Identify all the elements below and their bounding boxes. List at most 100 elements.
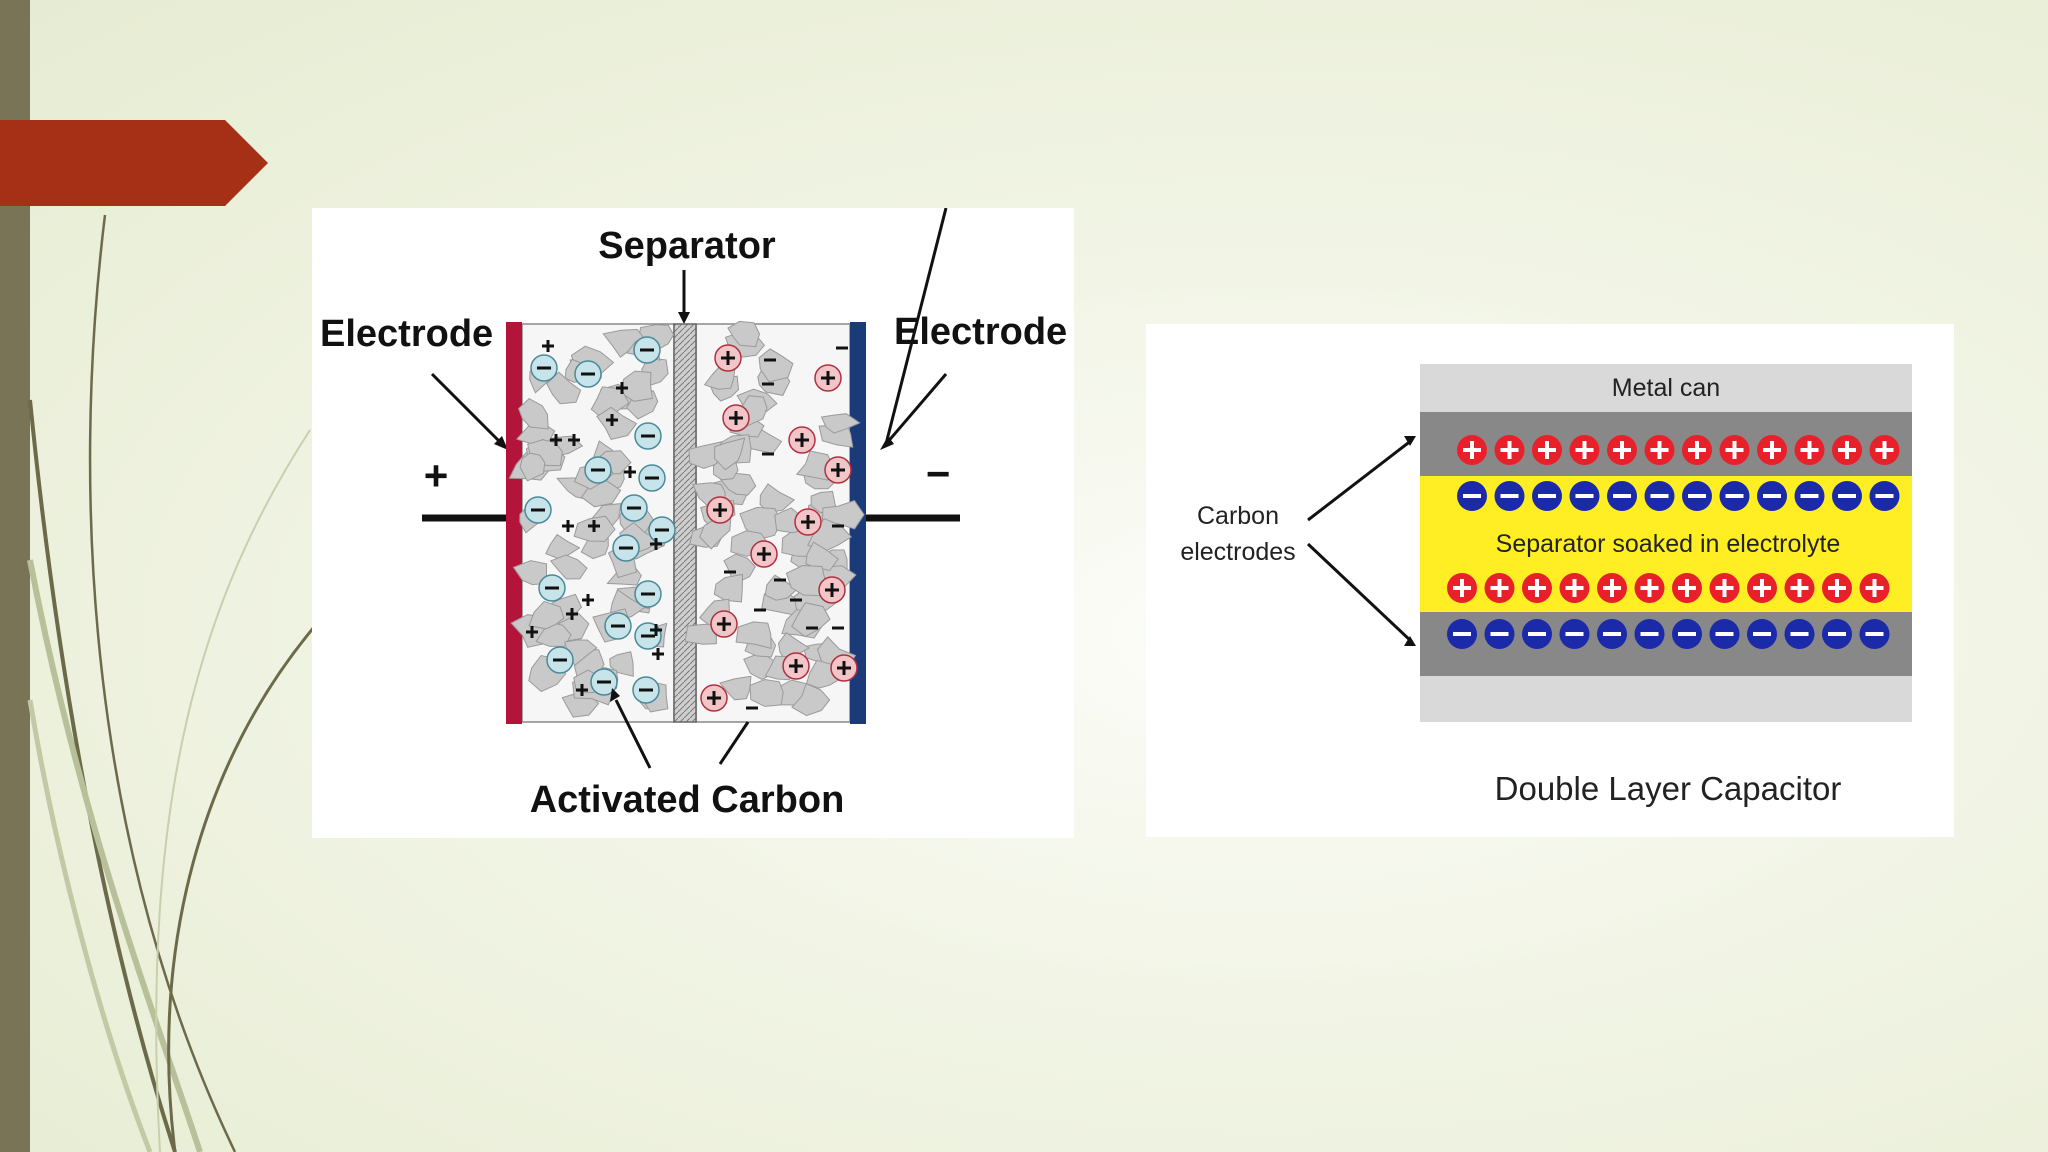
positive-charge [1709, 573, 1740, 603]
negative-charge-row-top [1457, 481, 1900, 511]
activated-carbon-label: Activated Carbon [530, 779, 845, 821]
carbon-grain [528, 600, 565, 630]
positive-charge [1447, 573, 1477, 603]
positive-charge [1569, 435, 1600, 465]
anion-ion [530, 354, 558, 382]
negative-charge [1559, 619, 1590, 649]
positive-charge [1607, 435, 1637, 465]
negative-charge [1859, 619, 1890, 649]
negative-charge [1532, 481, 1562, 511]
anion-ion [574, 360, 602, 388]
plus-charge [624, 466, 636, 478]
negative-charge [1607, 481, 1637, 511]
electrode-left [506, 322, 522, 724]
electrode-left-label: Electrode [320, 313, 493, 355]
carbon-grain [785, 564, 826, 597]
electrode-left-arrowhead [494, 436, 508, 450]
anion-ion [648, 516, 676, 544]
positive-charge-row-top [1457, 435, 1900, 465]
anion-ion [612, 534, 640, 562]
plus-charge [526, 626, 538, 638]
positive-charge [1484, 573, 1515, 603]
carbon-grain [735, 621, 772, 649]
negative-charge [1484, 619, 1515, 649]
cation-ion [788, 426, 816, 454]
anion-ion [634, 422, 662, 450]
carbon-electrodes-label-line1: Carbon [1197, 502, 1279, 530]
plus-charge [606, 414, 618, 426]
activated-carbon-arrow-left [614, 699, 652, 769]
carbon-electrodes-label-line2: electrodes [1180, 538, 1295, 566]
anion-ion [524, 496, 552, 524]
plus-charge [568, 434, 580, 446]
electrode-right-arrow [884, 208, 948, 445]
plus-charge [542, 340, 554, 352]
electrode-right-label: Electrode [894, 311, 1067, 353]
positive-charge [1682, 435, 1712, 465]
negative-charge [1447, 619, 1477, 649]
anion-ion [638, 464, 666, 492]
separator-membrane [673, 323, 697, 723]
supercapacitor-diagram: Separator Electrode Electrode + − Activa… [312, 208, 1074, 838]
carbon-grain [805, 541, 839, 572]
positive-charge [1644, 435, 1675, 465]
positive-charge [1784, 573, 1815, 603]
positive-charge [1672, 573, 1702, 603]
separator-arrowhead [678, 312, 690, 324]
anion-ion [590, 668, 618, 696]
double-layer-capacitor-diagram: Metal can Separator soaked in electrolyt… [1146, 324, 1954, 837]
plus-charge [652, 648, 664, 660]
metal-can-top [1420, 364, 1912, 412]
negative-charge [1522, 619, 1552, 649]
negative-charge [1457, 481, 1487, 511]
positive-charge [1794, 435, 1825, 465]
carbon-grain [546, 371, 582, 405]
plus-charge [550, 434, 562, 446]
plus-charge [588, 520, 600, 532]
cation-ion [706, 496, 734, 524]
negative-charge [1494, 481, 1525, 511]
positive-charge [1532, 435, 1562, 465]
negative-charge [1597, 619, 1627, 649]
positive-charge [1457, 435, 1487, 465]
positive-charge [1822, 573, 1852, 603]
carbon-grain [719, 675, 752, 701]
positive-charge [1757, 435, 1787, 465]
negative-charge-row-bottom [1447, 619, 1890, 649]
separator-electrolyte-label: Separator soaked in electrolyte [1496, 530, 1841, 558]
carbon-grain [688, 441, 723, 469]
negative-charge [1747, 619, 1777, 649]
anion-ion [634, 580, 662, 608]
cation-ion [824, 456, 852, 484]
carbon-grain [535, 621, 572, 647]
positive-charge [1832, 435, 1862, 465]
carbon-grain [820, 413, 861, 434]
positive-charge [1494, 435, 1525, 465]
positive-charge [1559, 573, 1590, 603]
carbon-grain [518, 397, 549, 430]
cation-ion [818, 576, 846, 604]
negative-charge [1719, 481, 1750, 511]
decorative-curves [27, 214, 322, 1152]
anion-ion [633, 336, 661, 364]
negative-charge [1794, 481, 1825, 511]
negative-charge [1832, 481, 1862, 511]
positive-charge [1869, 435, 1900, 465]
positive-charge [1719, 435, 1750, 465]
positive-charge [1747, 573, 1777, 603]
cation-ion [830, 654, 858, 682]
electrode-right-arrow-line [884, 373, 948, 445]
negative-charge [1569, 481, 1600, 511]
activated-carbon-arrowhead-left [610, 688, 620, 702]
cation-ion [750, 540, 778, 568]
plus-charge [582, 594, 594, 606]
plus-charge [616, 382, 628, 394]
plus-charge [650, 538, 662, 550]
carbon-grain [758, 348, 794, 383]
plus-charge [566, 608, 578, 620]
carbon-grain [791, 602, 831, 638]
carbon-grain [713, 573, 744, 603]
carbon-grain [749, 678, 784, 707]
negative-charge [1672, 619, 1702, 649]
cation-ion [710, 610, 738, 638]
